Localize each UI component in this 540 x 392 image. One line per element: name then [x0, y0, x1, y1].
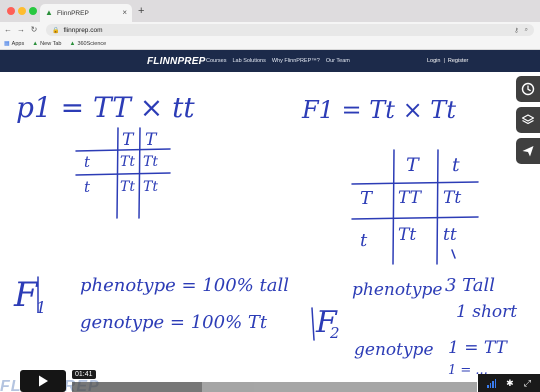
grid2-row-1: T — [360, 188, 373, 209]
grid1-row-1: t — [84, 153, 91, 171]
player-controls: ✱ ⤢ — [478, 374, 540, 392]
grid2-cell: Tt — [443, 188, 462, 208]
bookmarks-bar: ▦ Apps ▲ New Tab ▲ 360Science — [0, 38, 540, 50]
grid2-col-2: t — [452, 154, 460, 176]
timecode-tooltip: 01:41 — [72, 370, 96, 379]
address-bar[interactable]: 🔒 flinnprep.com ⚷ ⌕ — [46, 24, 534, 36]
login-link[interactable]: Login — [427, 58, 441, 64]
lock-icon: 🔒 — [52, 27, 60, 34]
site-navbar: FLINNPREP Courses Lab Solutions Why Flin… — [0, 50, 540, 72]
grid1-cell: Tt — [120, 179, 135, 195]
layers-icon — [521, 114, 535, 125]
ink-tick — [451, 249, 456, 259]
bookmark-apps[interactable]: ▦ Apps — [4, 40, 25, 47]
zoom-icon[interactable]: ⌕ — [524, 26, 528, 33]
flinn-icon: ▲ — [69, 40, 76, 47]
video-whiteboard[interactable]: p1 = TT × tt F1 = Tt × Tt T T t t Tt Tt … — [0, 72, 540, 392]
volume-icon[interactable] — [487, 378, 497, 388]
grid1-cell: Tt — [143, 179, 158, 195]
f1-label: F — [14, 275, 38, 315]
flinn-favicon-icon: ▲ — [45, 8, 53, 17]
site-logo[interactable]: FLINNPREP — [147, 56, 206, 67]
apps-grid-icon: ▦ — [4, 40, 10, 47]
nav-why-flinnprep[interactable]: Why FlinnPREP™? — [271, 58, 320, 64]
site-nav-links: Courses Lab Solutions Why FlinnPREP™? Ou… — [206, 58, 350, 64]
f2-label: F — [316, 305, 337, 340]
flinn-icon: ▲ — [32, 40, 39, 47]
f2-subscript: 2 — [330, 324, 340, 342]
bookmark-new-tab[interactable]: ▲ New Tab — [32, 40, 62, 47]
send-icon — [522, 146, 534, 157]
whiteboard-drawing — [37, 127, 479, 341]
progress-bar[interactable] — [72, 382, 477, 392]
browser-tab-bar: ▲ FlinnPREP × + — [0, 0, 540, 22]
f1-cross-text: F1 = Tt × Tt — [302, 96, 456, 124]
grid1-row-2: t — [84, 178, 91, 196]
punnett-grid-1-lines — [75, 127, 171, 219]
tab-close-icon[interactable]: × — [122, 8, 127, 17]
url-text[interactable]: flinnprep.com — [63, 26, 103, 34]
key-icon[interactable]: ⚷ — [514, 27, 519, 34]
tab-title: FlinnPREP — [57, 9, 89, 17]
f2-phenotype-label: phenotype — [352, 280, 443, 300]
nav-lab-solutions[interactable]: Lab Solutions — [232, 58, 266, 64]
bookmark-360science[interactable]: ▲ 360Science — [69, 40, 107, 47]
punnett-grid-2-lines — [351, 149, 479, 265]
minimize-window-button[interactable] — [18, 7, 26, 15]
watch-later-button[interactable] — [516, 76, 540, 102]
nav-our-team[interactable]: Our Team — [325, 58, 350, 64]
p1-cross-text: p1 = TT × tt — [16, 91, 195, 124]
grid2-col-1: T — [406, 154, 419, 176]
back-icon[interactable]: ← — [4, 25, 12, 34]
zoom-window-button[interactable] — [29, 7, 37, 15]
browser-tab[interactable]: ▲ FlinnPREP × — [40, 4, 132, 22]
play-button[interactable] — [20, 370, 66, 392]
new-tab-button[interactable]: + — [138, 5, 145, 17]
f1-genotype: genotype = 100% Tt — [80, 312, 268, 333]
share-button[interactable] — [516, 138, 540, 164]
grid1-cell: Tt — [143, 154, 158, 170]
clock-icon — [521, 82, 535, 96]
play-icon — [39, 375, 48, 387]
grid1-col-2: T — [145, 130, 157, 150]
nav-courses[interactable]: Courses — [206, 58, 227, 64]
register-link[interactable]: Register — [447, 58, 469, 64]
f2-big-bar — [311, 307, 315, 341]
grid2-cell: tt — [443, 225, 457, 245]
f1-phenotype: phenotype = 100% tall — [80, 275, 289, 296]
close-window-button[interactable] — [7, 7, 15, 15]
browser-toolbar: ← → ↻ 🔒 flinnprep.com ⚷ ⌕ — [0, 22, 540, 38]
f2-genotype-label: genotype — [354, 340, 434, 360]
f2-phenotype-short: 1 short — [456, 302, 518, 322]
grid1-cell: Tt — [120, 154, 135, 170]
grid2-cell: Tt — [398, 225, 417, 245]
forward-icon[interactable]: → — [17, 25, 25, 34]
progress-fill — [72, 382, 202, 392]
settings-icon[interactable]: ✱ — [506, 378, 514, 388]
f2-genotype-tt: 1 = TT — [448, 338, 507, 358]
f2-phenotype-tall: 3 Tall — [445, 275, 496, 296]
grid1-col-1: T — [122, 130, 134, 150]
collections-button[interactable] — [516, 107, 540, 133]
f2-genotype-more: 1 = ... — [448, 363, 488, 378]
grid2-cell: TT — [398, 188, 421, 208]
auth-links: Login|Register — [427, 58, 469, 64]
f1-subscript: 1 — [36, 298, 47, 317]
reload-icon[interactable]: ↻ — [30, 25, 38, 34]
fullscreen-icon[interactable]: ⤢ — [523, 378, 531, 388]
grid2-row-2: t — [360, 230, 368, 251]
